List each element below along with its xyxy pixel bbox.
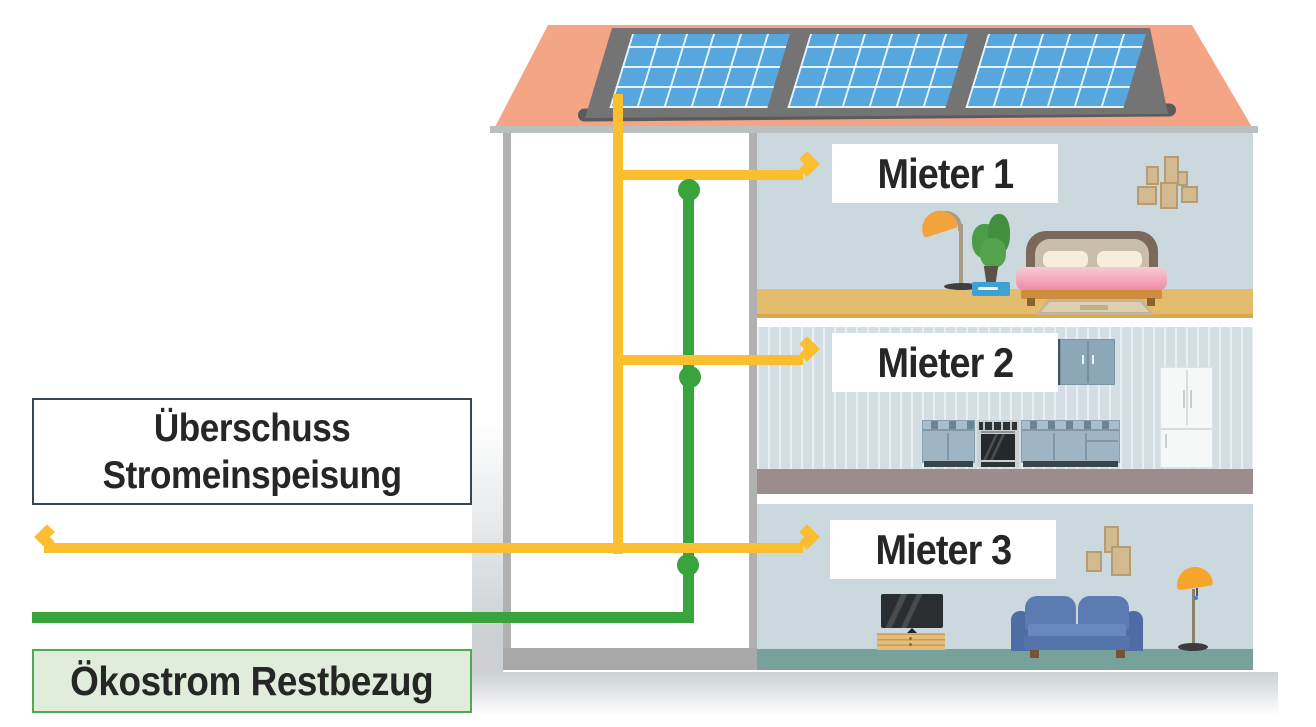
tv-cabinet [877, 633, 945, 650]
drawer-knob [909, 643, 912, 646]
fridge-handle [1165, 434, 1167, 448]
solar-panel-2 [787, 34, 968, 108]
cabinet-kickplate [1023, 461, 1118, 467]
surplus-label-line2: Stromeinspeisung [102, 453, 402, 497]
picture-frame [1086, 551, 1102, 572]
bed-frame [1021, 290, 1162, 299]
tv-stand [906, 628, 918, 634]
solar-panel-3 [965, 34, 1146, 108]
tenant-1-label-text: Mieter 1 [877, 149, 1014, 197]
kitchen-drawer-row [1022, 421, 1119, 431]
sofa-seat [1028, 624, 1126, 638]
tenant-3-label-text: Mieter 3 [875, 525, 1012, 573]
oven-door [981, 434, 1015, 460]
picture-frame [1137, 186, 1157, 205]
house-bottom-shadow [472, 672, 1278, 716]
tenant-1-branch-line [613, 170, 803, 180]
floor-lamp-cord [1196, 588, 1198, 596]
planter-highlight [978, 287, 998, 290]
bed-leg [1027, 298, 1035, 306]
oven-kickplate [981, 462, 1015, 467]
cabinet-handle [1092, 355, 1094, 364]
sofa-front [1024, 636, 1130, 650]
house-base [503, 648, 757, 670]
pillow [1043, 251, 1088, 268]
stairwell-shaft [503, 133, 757, 670]
cabinet-door-split [947, 433, 949, 460]
solar-panel-1 [609, 34, 790, 108]
tenant-2-branch-line [613, 355, 803, 365]
junction-dot [677, 554, 699, 576]
residual-label-text: Ökostrom Restbezug [70, 657, 434, 704]
eco-power-residual-label: Ökostrom Restbezug [32, 649, 472, 713]
cabinet-door-split [1087, 341, 1089, 383]
green-power-riser-line [683, 185, 694, 623]
junction-dot [679, 366, 701, 388]
plant-pot [983, 266, 999, 284]
pillow [1097, 251, 1142, 268]
sofa-leg [1116, 650, 1125, 658]
bed-blanket [1016, 267, 1167, 291]
fridge-handle [1190, 390, 1192, 408]
cabinet-drawer-line [1087, 440, 1118, 442]
tenant-3-label: Mieter 3 [830, 520, 1056, 579]
junction-dot [678, 179, 700, 201]
drawer-knob [909, 637, 912, 640]
floor-lamp-pole [1192, 589, 1195, 645]
bedroom-lamp-pole [959, 224, 963, 286]
bedroom-lamp-base [944, 283, 980, 290]
picture-frame [1146, 166, 1159, 185]
tenant-2-label: Mieter 2 [832, 333, 1058, 392]
green-power-supply-line [32, 612, 694, 623]
oven-handle [981, 431, 1015, 433]
oven-control-panel [979, 422, 1017, 430]
surplus-label-line1: Überschuss [153, 406, 351, 450]
picture-frame [1111, 546, 1131, 576]
fridge-freezer-split [1161, 428, 1212, 430]
apartment-3-floor [757, 649, 1253, 670]
cabinet-door-split [1085, 433, 1087, 460]
picture-frame [1160, 182, 1178, 209]
floor-lamp-pull [1194, 596, 1198, 600]
rug-center [1080, 305, 1108, 310]
plant-foliage [980, 238, 1006, 268]
tenant-3-and-feed-in-line [44, 543, 803, 553]
tenant-2-label-text: Mieter 2 [877, 338, 1014, 386]
fridge-door-split [1186, 370, 1188, 425]
tv [881, 594, 943, 628]
cabinet-door-split [1053, 433, 1055, 460]
picture-frame [1181, 186, 1198, 203]
solar-power-riser-line [613, 94, 623, 554]
apartment-2-floor [757, 469, 1253, 494]
bed-leg [1147, 298, 1155, 306]
cabinet-kickplate [924, 461, 973, 467]
surplus-feed-in-label: Überschuss Stromeinspeisung [32, 398, 472, 505]
picture-frame [1177, 171, 1188, 186]
cabinet-handle [1082, 355, 1084, 364]
floor-lamp-base [1178, 643, 1208, 651]
roof-eaves [490, 126, 1258, 133]
sofa-leg [1030, 650, 1039, 658]
kitchen-drawer-row [923, 421, 974, 431]
tenant-1-label: Mieter 1 [832, 144, 1058, 203]
fridge-handle [1183, 390, 1185, 408]
